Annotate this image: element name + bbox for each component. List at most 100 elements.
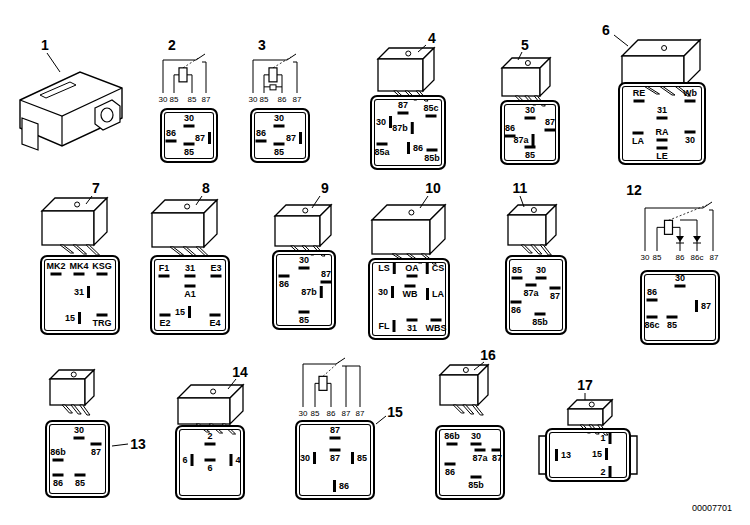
callout-number: 3: [258, 38, 266, 52]
pin-label: 87: [701, 302, 711, 311]
schematic-pin-label: 30: [299, 410, 308, 418]
contact-blade: [657, 147, 668, 150]
pin-label: 87: [545, 118, 555, 127]
contact-blade: [633, 132, 644, 135]
pin-label: 30: [184, 114, 194, 123]
contact-blade: [657, 139, 668, 142]
pin-label: LA: [632, 137, 644, 146]
pin-label: CS: [432, 264, 445, 273]
pin-label: 87: [321, 270, 331, 279]
pin-label: 86b: [50, 448, 66, 457]
callout-number: 6: [602, 23, 610, 37]
pin-label: 30: [376, 118, 386, 127]
contact-blade: [545, 129, 556, 132]
pin-label: 87b: [392, 124, 408, 133]
pin-label: 87: [398, 101, 408, 110]
drawing-number: 00007701: [692, 504, 732, 513]
pin-label: 31: [185, 264, 195, 273]
pin-label: 85: [357, 454, 367, 463]
pin-label: RA: [656, 128, 669, 137]
relay-housing: [42, 198, 107, 255]
contact-blade: [426, 288, 429, 300]
pin-label: OA: [405, 264, 419, 273]
pin-label: 31: [74, 288, 84, 297]
contact-blade: [407, 319, 418, 322]
contact-blade: [426, 262, 429, 274]
contact-blade: [185, 275, 196, 278]
contact-blade: [53, 459, 64, 462]
relay-housing: [508, 205, 556, 255]
contact-blade: [330, 449, 341, 452]
contact-blade: [159, 275, 170, 278]
contact-blade: [393, 320, 396, 332]
pin-label: 85: [274, 148, 284, 157]
contact-blade: [205, 443, 216, 446]
contact-blade: [321, 281, 332, 284]
pin-label: 87: [550, 292, 560, 301]
pin-label: F1: [159, 264, 170, 273]
contact-blade: [87, 286, 90, 298]
relay-socket-face: 308687a8785: [500, 100, 560, 165]
contact-blade: [333, 480, 336, 492]
pin-label: 87: [195, 134, 205, 143]
contact-blade: [427, 149, 438, 152]
pin-label: 87a: [523, 289, 538, 298]
contact-blade: [512, 277, 523, 280]
pin-label: A1: [184, 290, 196, 299]
pin-label: 87: [492, 454, 502, 463]
callout-number: 15: [387, 405, 403, 419]
relay-socket-face: 2664: [175, 425, 245, 500]
contact-blade: [511, 301, 522, 304]
schematic-pin-label: 87: [710, 254, 719, 262]
contact-blade: [210, 314, 221, 317]
contact-blade: [532, 134, 535, 146]
schematic-pin-label: 87: [293, 96, 302, 104]
contact-blade: [634, 100, 645, 103]
callout-number: 2: [168, 38, 176, 52]
contact-blade: [330, 437, 341, 440]
schematic-pin-label: 85: [260, 96, 269, 104]
relay-socket-face: 3086b878685: [45, 420, 110, 498]
relay-housing: [372, 205, 445, 264]
callout-number: 17: [577, 378, 593, 392]
pin-label: 86: [339, 482, 349, 491]
relay-socket-face: REWb31LARA30LE: [618, 82, 706, 165]
pin-label: 85: [512, 266, 522, 275]
contact-blade: [184, 143, 195, 146]
pin-label: 85b: [424, 154, 440, 163]
pin-label: 31: [407, 324, 417, 333]
pin-label: 87: [286, 134, 296, 143]
callout-number: 14: [232, 365, 248, 379]
contact-blade: [398, 112, 409, 115]
pin-label: 85: [75, 479, 85, 488]
callout-number: 4: [428, 31, 436, 45]
contact-blade: [525, 146, 536, 149]
contact-blade: [256, 140, 267, 143]
pin-label: LE: [656, 152, 668, 161]
relay-socket-face: 30868785: [250, 108, 310, 163]
pin-label: 15: [175, 308, 185, 317]
pin-label: KSG: [92, 262, 112, 271]
pin-label: 85b: [468, 481, 484, 490]
schematic-pin-label: 85: [170, 96, 179, 104]
pin-label: MK4: [69, 262, 88, 271]
pin-label: 30: [471, 432, 481, 441]
contact-blade: [389, 116, 392, 128]
pin-label: 87b: [301, 288, 317, 297]
relay-socket-face: 853087a878685b: [505, 255, 567, 335]
pin-label: 86: [413, 144, 423, 153]
pin-label: 30: [536, 266, 546, 275]
pin-label: TRG: [93, 319, 112, 328]
contact-blade: [320, 286, 323, 298]
leader-line: [196, 196, 202, 205]
relay-housing: [275, 205, 331, 256]
pin-label: 30: [378, 288, 388, 297]
leader-line: [585, 393, 586, 400]
contact-blade: [299, 267, 310, 270]
contact-blade: [447, 443, 458, 446]
contact-blade: [97, 314, 108, 317]
contact-blade: [313, 452, 316, 464]
contact-blade: [535, 313, 546, 316]
relay-housing: [50, 370, 94, 415]
